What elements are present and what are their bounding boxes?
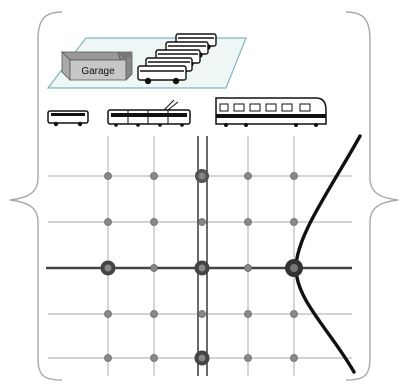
garage-label: Garage <box>81 66 115 77</box>
stop-dot <box>290 218 298 226</box>
major-stop-hub <box>195 169 209 183</box>
stop-dot <box>290 354 298 362</box>
stop-dot <box>104 172 112 180</box>
stop-dot <box>104 354 112 362</box>
curved-route-line <box>294 134 362 374</box>
stop-dot <box>150 310 158 318</box>
stop-dot <box>104 218 112 226</box>
stop-dot <box>150 264 158 272</box>
stop-dot <box>244 264 252 272</box>
stop-dot <box>244 172 252 180</box>
major-stop-hub <box>194 260 210 276</box>
stop-dot <box>104 310 112 318</box>
train-icon <box>215 97 327 127</box>
right-brace <box>345 11 399 381</box>
left-brace <box>9 11 63 381</box>
stop-dot <box>244 354 252 362</box>
bus-fleet <box>137 33 217 85</box>
tram-icon <box>107 99 191 127</box>
stop-dot <box>244 218 252 226</box>
stop-dot <box>150 218 158 226</box>
major-stop-hub <box>285 259 303 277</box>
stop-dot <box>150 172 158 180</box>
major-stop-hub <box>100 260 116 276</box>
stop-dot <box>198 310 206 318</box>
bus-icon <box>47 110 89 127</box>
stop-dot <box>150 354 158 362</box>
major-stops <box>100 169 303 366</box>
stop-dot <box>244 310 252 318</box>
garage-building <box>61 51 133 81</box>
stops <box>104 172 298 362</box>
stop-dot <box>290 310 298 318</box>
stop-dot <box>290 172 298 180</box>
garage-depot: Garage <box>46 33 247 89</box>
stop-dot <box>198 218 206 226</box>
parked-bus-icon <box>137 65 187 85</box>
major-stop-hub <box>194 350 210 366</box>
